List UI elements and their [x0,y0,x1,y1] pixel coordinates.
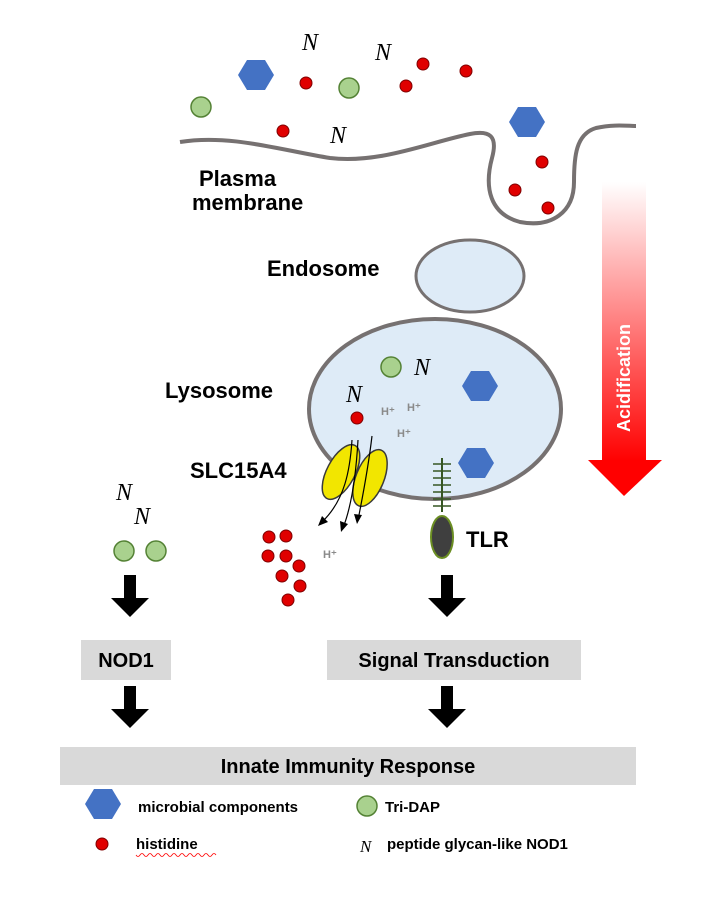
tri-dap-circle [380,356,402,378]
tri-dap-circle [113,540,135,562]
slc15a4-transporter [318,435,388,532]
microbial-component-hexagon [509,107,545,137]
histidine-dot [279,549,293,563]
proton-label: H⁺ [381,406,395,418]
plasma-membrane [179,123,637,226]
histidine-dot [276,124,290,138]
down-arrow [111,686,149,728]
plasma-membrane-label-line1: Plasma [199,166,277,191]
histidine-dot [275,569,289,583]
acidification-label: Acidification [614,324,634,432]
peptidoglycan-glyph: N [345,382,364,408]
histidine-dot [350,411,364,425]
legend-histidine-icon [95,837,109,851]
tri-dap-circle [338,77,360,99]
histidine-dot [293,579,307,593]
down-arrow [428,686,466,728]
tlr-receptor [430,458,454,559]
legend-peptidoglycan: peptide glycan-like NOD1 [387,836,568,853]
histidine-dot [262,530,276,544]
legend-peptidoglycan-icon: N [359,837,373,856]
proton-label: H⁺ [323,549,337,561]
legend-tri-dap-icon [356,795,378,817]
histidine-dot [399,79,413,93]
slc15a4-label: SLC15A4 [190,458,287,483]
tri-dap-circle [145,540,167,562]
legend: microbial components Tri-DAP histidine N… [85,789,568,857]
histidine-dot [535,155,549,169]
histidine-dot [541,201,555,215]
histidine-dot [279,529,293,543]
peptidoglycan-glyph: N [329,123,348,149]
histidine-dot [508,183,522,197]
down-arrow [111,575,149,617]
lysosome-label: Lysosome [165,378,273,403]
legend-histidine: histidine [136,836,198,853]
histidine-dot [261,549,275,563]
down-arrow [428,575,466,617]
legend-hexagon-icon [85,789,121,819]
proton-label: H⁺ [397,428,411,440]
innate-immunity-response-label: Innate Immunity Response [221,756,476,778]
tri-dap-circle [190,96,212,118]
endosome-label: Endosome [267,256,379,281]
endosome [414,238,526,314]
histidine-dot [292,559,306,573]
histidine-dot [281,593,295,607]
legend-microbial-components: microbial components [138,799,298,816]
plasma-membrane-label-line2: membrane [192,190,303,215]
peptidoglycan-glyph: N [374,40,393,66]
legend-tri-dap: Tri-DAP [385,799,440,816]
microbial-component-hexagon [238,60,274,90]
acidification-arrow [588,182,662,496]
histidine-dot [299,76,313,90]
histidine-dot [459,64,473,78]
spellcheck-underline [135,853,217,857]
innate-immunity-response-box [60,747,636,785]
histidine-dot [416,57,430,71]
tlr-label: TLR [466,527,509,552]
signal-transduction-box-label: Signal Transduction [358,650,549,672]
nod1-box [81,640,171,680]
peptidoglycan-glyph: N [115,480,134,506]
peptidoglycan-glyph: N [413,355,432,381]
peptidoglycan-glyph: N [301,30,320,56]
peptidoglycan-glyph: N [133,504,152,530]
signal-transduction-box [327,640,581,680]
proton-label: H⁺ [407,402,421,414]
nod1-box-label: NOD1 [98,650,154,672]
